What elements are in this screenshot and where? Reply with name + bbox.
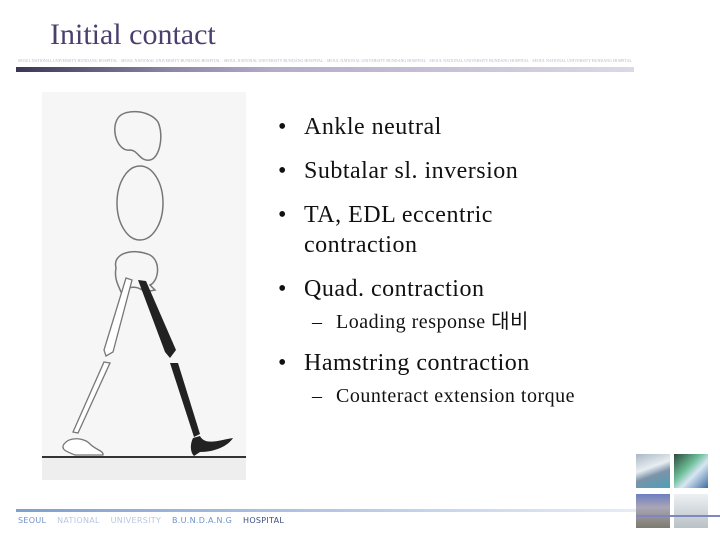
- sub-bullet-text: Counteract extension torque: [336, 385, 575, 407]
- dash-marker: –: [312, 385, 323, 407]
- hospital-photo-thumbnail: [636, 454, 670, 488]
- bullet-item: Ankle neutral: [278, 112, 698, 142]
- footer-line-accent: [636, 515, 720, 517]
- footer-word: NATIONAL: [57, 516, 100, 525]
- gait-figure: [42, 92, 246, 480]
- bullet-item: Subtalar sl. inversion: [278, 156, 698, 186]
- header-ticker-text: SEOUL NATIONAL UNIVERSITY BUNDANG HOSPIT…: [18, 58, 632, 63]
- hospital-photo-thumbnail: [674, 454, 708, 488]
- footer-line: [16, 509, 636, 512]
- gait-skeleton-illustration: [42, 110, 246, 480]
- footer-word: B.U.N.D.A.N.G: [171, 516, 233, 525]
- slide-title: Initial contact: [50, 18, 216, 51]
- sub-bullet-item: –Counteract extension torque: [278, 384, 698, 408]
- bullet-list: Ankle neutral Subtalar sl. inversion TA,…: [278, 112, 698, 422]
- sub-bullet-text: Loading response 대비: [336, 311, 529, 333]
- hospital-photo-thumbnail: [636, 494, 670, 528]
- sub-bullet-item: –Loading response 대비: [278, 310, 698, 334]
- header-band-light: [274, 67, 634, 72]
- bullet-item: Hamstring contraction: [278, 348, 698, 378]
- footer-hospital-name: SEOUL NATIONAL UNIVERSITY B.U.N.D.A.N.G …: [18, 516, 292, 525]
- bullet-item: Quad. contraction: [278, 274, 698, 304]
- footer-word: HOSPITAL: [243, 516, 285, 525]
- header-band: [16, 67, 274, 72]
- footer-word: SEOUL: [18, 516, 47, 525]
- footer-word: UNIVERSITY: [110, 516, 162, 525]
- bullet-item: TA, EDL eccentric contraction: [278, 200, 584, 260]
- dash-marker: –: [312, 311, 323, 333]
- hospital-photo-thumbnail: [674, 494, 708, 528]
